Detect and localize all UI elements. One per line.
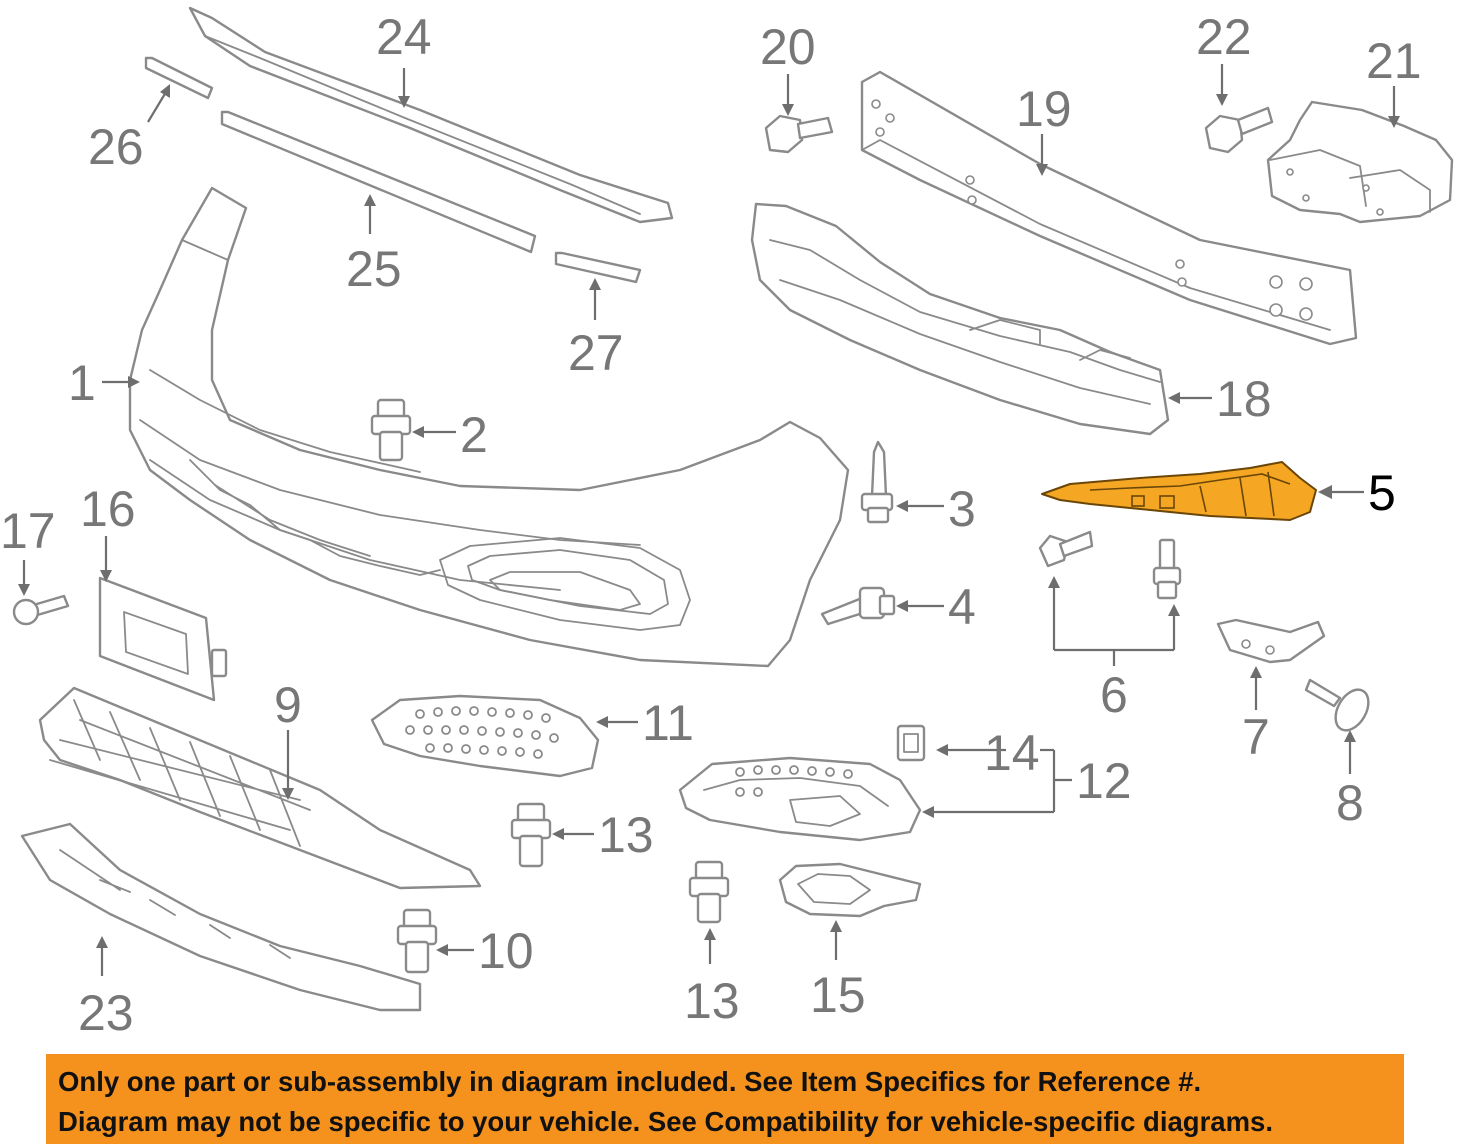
part-12-fog-trim: [678, 756, 922, 842]
callout-25: 25: [346, 241, 402, 297]
callout-1: 1: [68, 355, 96, 411]
part-22-bolt: [1204, 106, 1274, 154]
part-18-absorber: [750, 202, 1170, 436]
callout-13-a: 13: [598, 807, 654, 863]
callout-24: 24: [376, 9, 432, 65]
callout-4: 4: [948, 579, 976, 635]
callout-10: 10: [478, 923, 534, 979]
callout-15: 15: [810, 967, 866, 1023]
part-6-bolts: [1038, 530, 1182, 600]
part-1-bumper-cover: [128, 186, 850, 668]
callout-18: 18: [1216, 371, 1272, 427]
callout-11: 11: [642, 695, 694, 751]
part-3-screw: [860, 440, 894, 524]
callout-26: 26: [88, 119, 144, 175]
callout-19: 19: [1016, 81, 1072, 137]
callout-21: 21: [1366, 33, 1422, 89]
part-26-small-spacer: [144, 56, 214, 100]
callout-2: 2: [460, 407, 488, 463]
part-4-screw: [820, 586, 896, 626]
disclaimer-line-2: Diagram may not be specific to your vehi…: [58, 1106, 1273, 1137]
part-21-extension: [1266, 100, 1454, 224]
part-27-small-spacer: [554, 251, 642, 284]
callout-23: 23: [78, 985, 134, 1041]
callout-14: 14: [984, 725, 1040, 781]
part-20-bolt: [764, 114, 834, 154]
part-24-upper-trim: [188, 6, 674, 224]
part-10-clip: [396, 908, 438, 974]
part-11-grille-insert: [370, 694, 600, 778]
callout-labels: 24 26 25 27 1 2 3 4 5 6 7 8 9 16 17 11 1…: [0, 9, 1422, 1041]
callout-7: 7: [1242, 709, 1270, 765]
callout-9: 9: [274, 677, 302, 733]
callout-20: 20: [760, 19, 816, 75]
part-16-license-bracket: [98, 576, 228, 702]
callout-3: 3: [948, 481, 976, 537]
callout-16: 16: [80, 481, 136, 537]
callout-17: 17: [0, 503, 56, 559]
part-5-bracket-highlighted: [1041, 461, 1317, 521]
part-8-clip: [1304, 678, 1370, 732]
part-13-clip-b: [688, 860, 730, 924]
callout-12: 12: [1076, 753, 1132, 809]
callout-13-b: 13: [684, 973, 740, 1029]
callout-8: 8: [1336, 775, 1364, 831]
part-19-reinforcement: [860, 70, 1358, 346]
disclaimer-line-1: Only one part or sub-assembly in diagram…: [58, 1066, 1202, 1097]
callout-5-highlighted: 5: [1368, 465, 1396, 521]
callout-22: 22: [1196, 9, 1252, 65]
callout-27: 27: [568, 325, 624, 381]
part-9-lower-grille: [38, 686, 482, 890]
part-7-bracket: [1216, 618, 1326, 664]
callout-6: 6: [1100, 667, 1128, 723]
part-14-nut: [896, 724, 926, 762]
disclaimer-banner: Only one part or sub-assembly in diagram…: [46, 1054, 1404, 1144]
part-23-lower-spoiler: [20, 822, 422, 1012]
part-25-long-strip: [220, 110, 537, 254]
part-13-clip-a: [510, 802, 552, 868]
part-17-screw: [12, 594, 70, 626]
leader-lines: [18, 64, 1400, 976]
part-15-fog-bezel: [778, 862, 922, 918]
part-2-clip: [370, 398, 412, 462]
